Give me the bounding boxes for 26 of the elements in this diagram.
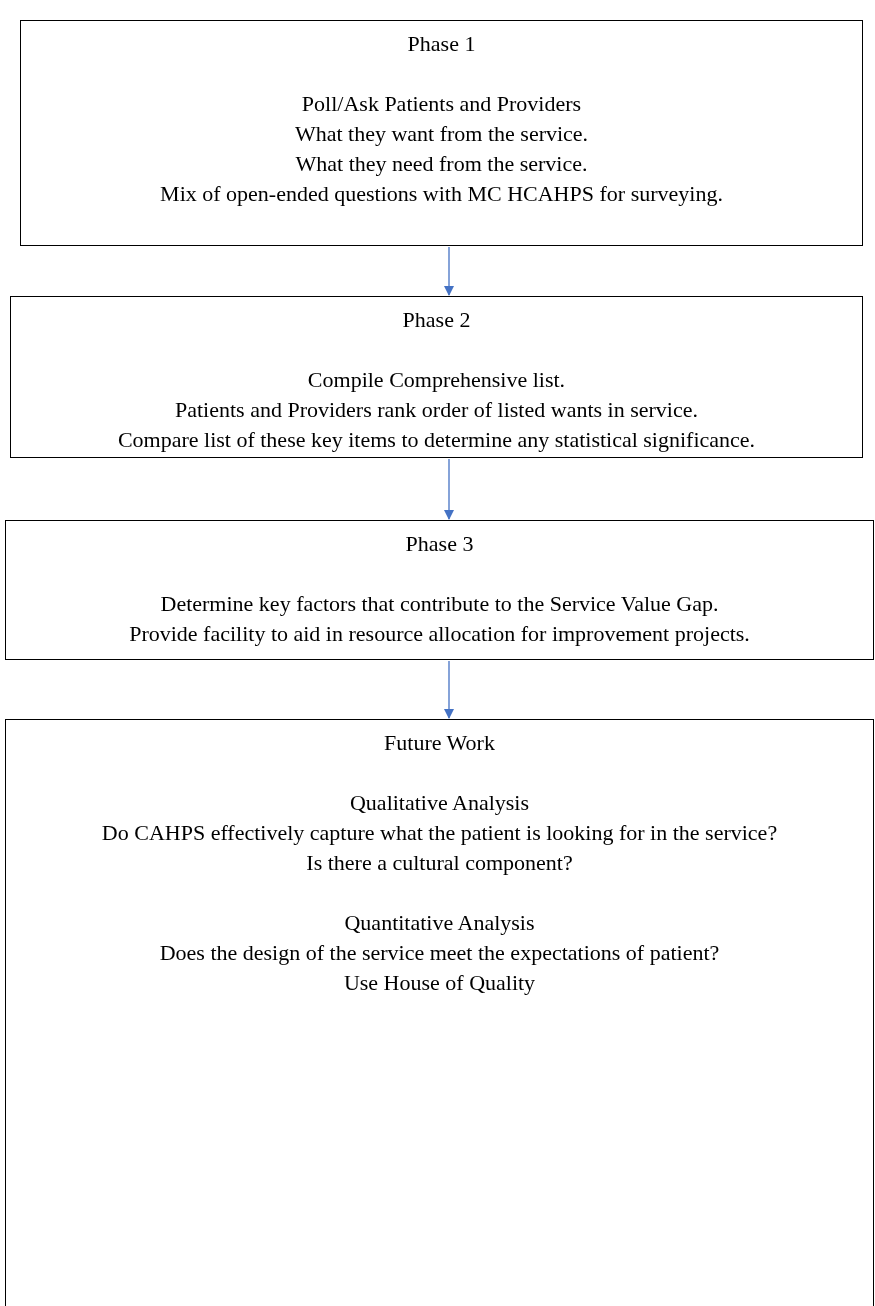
phase-box	[5, 719, 874, 1306]
phase-text: Does the design of the service meet the expectations of patient?	[159, 939, 720, 967]
phase-text: What they want from the service.	[294, 120, 589, 148]
phase-text: Provide facility to aid in resource allocation for improvement projects.	[129, 620, 750, 648]
phase-text: Do CAHPS effectively capture what the patient is looking for in the service?	[101, 819, 778, 847]
phase-text: Quantitative Analysis	[344, 909, 535, 937]
arrow	[444, 458, 454, 520]
phase-heading: Phase 1	[407, 30, 476, 58]
phase-text: Compile Comprehensive list.	[307, 366, 566, 394]
phase-text: Is there a cultural component?	[306, 849, 573, 877]
phase-text: Use House of Quality	[343, 969, 536, 997]
phase-heading: Phase 3	[405, 530, 474, 558]
phase-text: Determine key factors that contribute to the Service Value Gap.	[160, 590, 719, 618]
phase-text: Poll/Ask Patients and Providers	[301, 90, 582, 118]
phase-text: Patients and Providers rank order of listed wants in service.	[175, 396, 698, 424]
arrow	[444, 660, 454, 719]
phase-heading: Future Work	[384, 729, 495, 757]
phase-box	[20, 20, 863, 246]
phase-text: Compare list of these key items to determine any statistical significance.	[117, 426, 756, 454]
phase-heading: Phase 2	[402, 306, 471, 334]
phase-box	[10, 296, 863, 458]
phase-box	[5, 520, 874, 660]
arrow	[444, 246, 454, 296]
phase-text: Qualitative Analysis	[350, 789, 529, 817]
phase-text: What they need from the service.	[295, 150, 588, 178]
phase-text: Mix of open-ended questions with MC HCAHPS for surveying.	[160, 180, 723, 208]
